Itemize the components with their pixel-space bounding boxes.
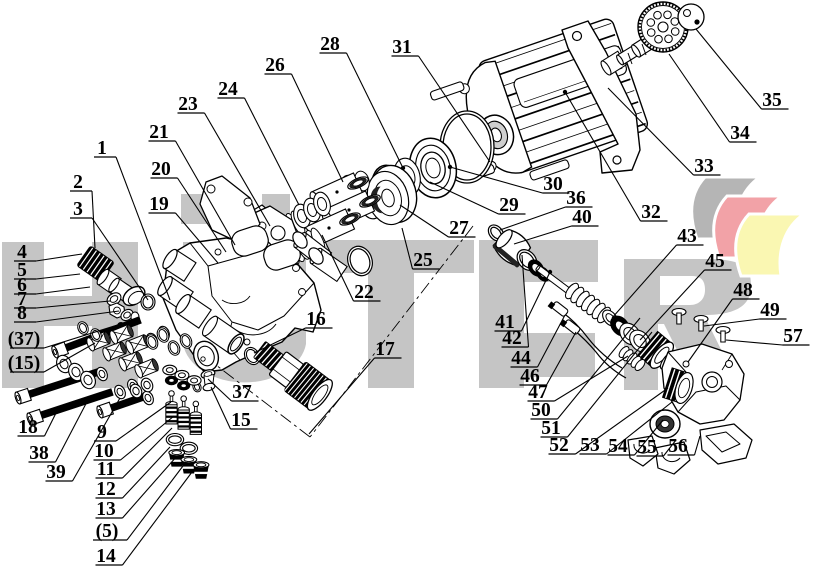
svg-text:41: 41 <box>495 312 515 333</box>
svg-text:43: 43 <box>677 226 697 247</box>
svg-text:31: 31 <box>392 37 412 58</box>
svg-text:50: 50 <box>531 400 551 421</box>
svg-text:19: 19 <box>149 194 169 215</box>
svg-text:29: 29 <box>499 195 519 216</box>
svg-text:9: 9 <box>97 422 107 443</box>
svg-text:3: 3 <box>73 199 83 220</box>
svg-text:25: 25 <box>413 250 433 271</box>
svg-text:12: 12 <box>96 479 116 500</box>
svg-text:22: 22 <box>354 282 374 303</box>
svg-text:51: 51 <box>541 418 561 439</box>
svg-text:4: 4 <box>17 242 27 263</box>
svg-text:54: 54 <box>608 436 628 457</box>
svg-text:(15): (15) <box>8 353 41 374</box>
svg-text:6: 6 <box>17 275 27 296</box>
svg-text:23: 23 <box>178 94 198 115</box>
svg-text:32: 32 <box>641 202 661 223</box>
svg-text:13: 13 <box>96 499 116 520</box>
svg-text:5: 5 <box>17 260 27 281</box>
svg-text:8: 8 <box>17 303 27 324</box>
svg-text:30: 30 <box>543 174 563 195</box>
svg-text:21: 21 <box>149 122 169 143</box>
svg-text:45: 45 <box>705 251 725 272</box>
svg-text:15: 15 <box>231 410 251 431</box>
svg-text:49: 49 <box>760 300 780 321</box>
svg-text:(37): (37) <box>8 329 41 350</box>
svg-text:39: 39 <box>46 462 66 483</box>
svg-text:56: 56 <box>668 436 688 457</box>
svg-text:(5): (5) <box>96 521 119 542</box>
svg-text:55: 55 <box>637 437 657 458</box>
svg-text:42: 42 <box>502 328 522 349</box>
svg-text:20: 20 <box>151 159 171 180</box>
svg-text:44: 44 <box>511 348 531 369</box>
svg-text:16: 16 <box>306 309 326 330</box>
svg-text:27: 27 <box>449 218 469 239</box>
svg-text:48: 48 <box>733 280 753 301</box>
svg-text:47: 47 <box>528 382 548 403</box>
svg-text:57: 57 <box>783 326 803 347</box>
svg-text:37: 37 <box>232 382 252 403</box>
svg-text:34: 34 <box>730 123 750 144</box>
svg-text:24: 24 <box>218 79 238 100</box>
svg-text:36: 36 <box>566 188 586 209</box>
svg-text:14: 14 <box>96 546 116 567</box>
svg-text:26: 26 <box>265 55 285 76</box>
svg-text:38: 38 <box>29 443 49 464</box>
svg-text:46: 46 <box>520 366 540 387</box>
svg-text:1: 1 <box>97 138 107 159</box>
svg-text:28: 28 <box>320 34 340 55</box>
svg-text:52: 52 <box>549 435 569 456</box>
svg-text:35: 35 <box>762 90 782 111</box>
svg-text:17: 17 <box>375 339 395 360</box>
svg-text:33: 33 <box>694 156 714 177</box>
svg-text:7: 7 <box>17 289 27 310</box>
svg-text:11: 11 <box>97 459 115 480</box>
svg-text:2: 2 <box>73 172 83 193</box>
svg-text:53: 53 <box>580 435 600 456</box>
svg-text:10: 10 <box>94 441 114 462</box>
svg-text:18: 18 <box>18 417 38 438</box>
svg-text:40: 40 <box>572 207 592 228</box>
